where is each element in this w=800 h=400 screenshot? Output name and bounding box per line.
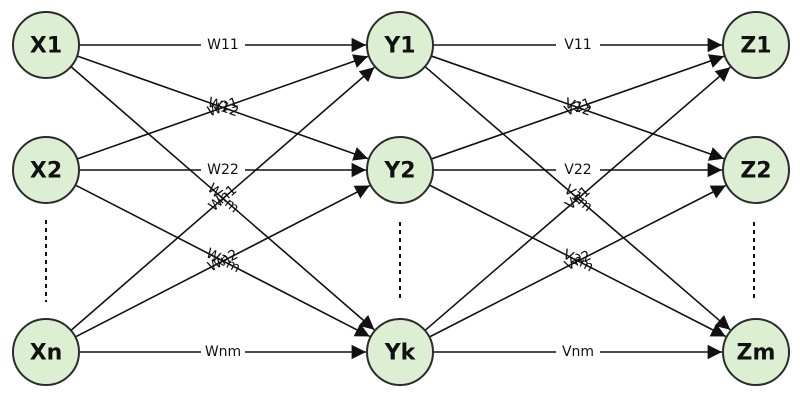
node-label: X2 xyxy=(30,159,62,184)
node-circle xyxy=(722,136,790,204)
edge-arrow xyxy=(430,54,725,160)
node-yk: Yk xyxy=(366,318,434,386)
node-y2: Y2 xyxy=(366,136,434,204)
edge-y1-z1: V11 xyxy=(433,36,722,54)
node-y1: Y1 xyxy=(366,11,434,79)
edge-label: Vnm xyxy=(562,344,594,360)
node-z1: Z1 xyxy=(722,11,790,79)
edge-label: W22 xyxy=(207,162,239,178)
node-label: X1 xyxy=(30,34,62,59)
edge-label-background xyxy=(201,343,245,361)
edge-label: Wnm xyxy=(205,344,241,360)
node-circle xyxy=(722,318,790,386)
edge-arrow xyxy=(429,184,727,338)
edge-label-group: V22 xyxy=(556,161,600,179)
edge-label-background xyxy=(201,161,245,179)
node-label: Y1 xyxy=(383,34,415,59)
edge-arrow xyxy=(74,184,371,338)
node-circle xyxy=(366,318,434,386)
edge-label-group: Wnm xyxy=(201,343,245,361)
node-z2: Z2 xyxy=(722,136,790,204)
edge-label: V22 xyxy=(564,162,591,178)
edge-arrow xyxy=(70,66,375,331)
ellipsis-markers xyxy=(45,220,755,302)
node-x1: X1 xyxy=(12,11,80,79)
edge-x1-y1: W11 xyxy=(79,36,366,54)
node-circle xyxy=(366,136,434,204)
node-circle xyxy=(12,11,80,79)
node-label: Xn xyxy=(30,341,63,366)
edge-yk-zm: Vnm xyxy=(433,343,722,361)
node-label: Yk xyxy=(384,341,417,366)
node-circle xyxy=(722,11,790,79)
edge-label-group: Vnm xyxy=(556,343,600,361)
edge-label-background xyxy=(201,36,245,54)
edge-xn-yk: Wnm xyxy=(79,343,366,361)
node-label: Y2 xyxy=(383,159,415,184)
edge-label-background xyxy=(556,161,600,179)
edge-label: V11 xyxy=(564,37,591,53)
node-circle xyxy=(12,318,80,386)
node-x2: X2 xyxy=(12,136,80,204)
edge-label-group: W22 xyxy=(201,161,245,179)
node-circle xyxy=(366,11,434,79)
node-label: Zm xyxy=(737,341,776,366)
edge-label-background xyxy=(556,36,600,54)
edge-arrow xyxy=(76,54,369,160)
edge-label: W11 xyxy=(207,37,239,53)
node-circle xyxy=(12,136,80,204)
edge-arrow xyxy=(424,66,731,332)
edge-label-group: W11 xyxy=(201,36,245,54)
node-label: Z2 xyxy=(740,159,771,184)
edge-x2-y2: W22 xyxy=(79,161,366,179)
node-xn: Xn xyxy=(12,318,80,386)
node-zm: Zm xyxy=(722,318,790,386)
edge-label-group: V11 xyxy=(556,36,600,54)
edge-label-background xyxy=(556,343,600,361)
node-label: Z1 xyxy=(740,34,771,59)
edge-y2-z2: V22 xyxy=(433,161,722,179)
